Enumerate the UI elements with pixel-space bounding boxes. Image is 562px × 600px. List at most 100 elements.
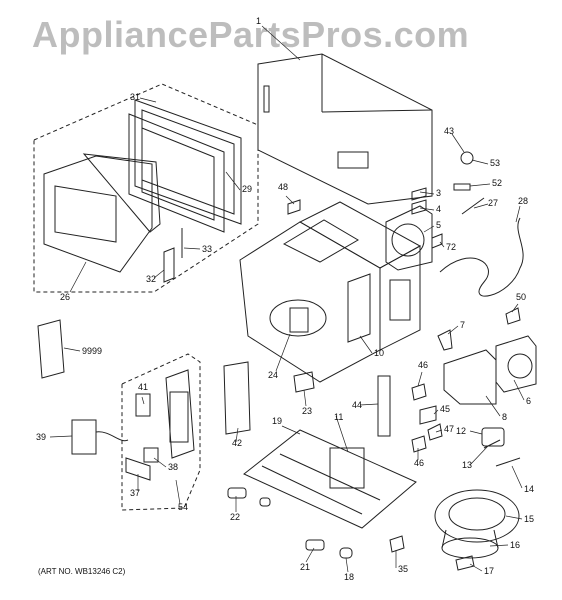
leader-line	[423, 225, 435, 233]
duct-7	[437, 329, 453, 351]
base-plate-19	[243, 429, 417, 529]
leader-line	[451, 133, 465, 153]
tab-72	[431, 233, 443, 249]
leader-line	[469, 183, 491, 187]
leader-line	[345, 557, 349, 573]
callout-16: 16	[510, 540, 520, 550]
leader-line	[469, 563, 483, 572]
hook-32	[163, 247, 175, 283]
callout-11: 11	[334, 412, 343, 422]
leader-line	[417, 371, 423, 387]
callout-3: 3	[436, 188, 441, 198]
leader-line	[439, 241, 445, 248]
sensor-52	[453, 183, 471, 191]
leader-line	[473, 203, 489, 209]
leader-line	[285, 195, 295, 205]
foot-screw	[259, 497, 271, 507]
leader-line	[359, 403, 379, 406]
turntable-support-16	[441, 529, 499, 559]
leader-line	[513, 379, 525, 401]
callout-31: 31	[130, 92, 140, 102]
literature-9999	[37, 319, 65, 379]
leader-line	[447, 325, 459, 335]
callout-6: 6	[526, 396, 531, 406]
switch-47	[427, 423, 443, 441]
switch-46a	[411, 383, 427, 401]
leader-line	[153, 457, 167, 468]
turntable-15	[434, 489, 520, 543]
callout-44: 44	[352, 400, 362, 410]
art-number: (ART NO. WB13246 C2)	[38, 567, 126, 576]
callout-54: 54	[178, 502, 188, 512]
leader-line	[469, 430, 483, 435]
thermostat-48	[287, 199, 301, 215]
spring-38	[143, 447, 159, 463]
callout-19: 19	[272, 416, 282, 426]
leader-line	[235, 427, 239, 443]
leader-line	[419, 207, 435, 211]
callout-24: 24	[268, 370, 278, 380]
callout-9999: 9999	[82, 346, 102, 356]
callout-7: 7	[460, 320, 465, 330]
outer-case-1	[257, 53, 433, 205]
callout-46b: 46	[414, 458, 424, 468]
callout-15: 15	[524, 514, 534, 524]
leader-line	[511, 465, 523, 489]
leader-line	[225, 171, 241, 191]
wire-13	[483, 439, 501, 449]
callout-17: 17	[484, 566, 494, 576]
callout-33: 33	[202, 244, 212, 254]
bracket-50	[505, 307, 521, 325]
cavity-assembly-10	[239, 201, 422, 383]
control-panel-group-outline	[121, 353, 201, 511]
leader-line	[419, 191, 435, 195]
callout-27: 27	[488, 198, 498, 208]
callout-50: 50	[516, 292, 526, 302]
leader-line	[511, 303, 519, 313]
wire-27	[461, 197, 485, 215]
wire-14	[495, 457, 521, 467]
callout-14: 14	[524, 484, 534, 494]
callout-28: 28	[518, 196, 528, 206]
callout-22: 22	[230, 512, 240, 522]
callout-48: 48	[278, 182, 288, 192]
leader-line	[505, 515, 523, 520]
leader-line	[141, 396, 145, 405]
leader-line	[153, 269, 165, 279]
leader-line	[303, 389, 307, 407]
callout-39: 39	[36, 432, 46, 442]
switch-45	[419, 405, 437, 425]
callout-38: 38	[168, 462, 178, 472]
leader-line	[183, 247, 201, 250]
leader-line	[261, 25, 301, 61]
callout-41: 41	[138, 382, 148, 392]
capacitor-12	[481, 427, 505, 447]
leader-line	[63, 347, 81, 352]
callout-4: 4	[436, 204, 441, 214]
callout-72: 72	[446, 242, 456, 252]
latch-lever-37	[125, 457, 151, 481]
door-glass-29	[128, 113, 225, 233]
feet-18	[339, 547, 353, 559]
callout-21: 21	[300, 562, 310, 572]
leader-line	[139, 97, 157, 103]
feet-21	[305, 539, 325, 551]
switch-46b	[411, 435, 427, 453]
callout-18: 18	[344, 572, 354, 582]
leader-line	[305, 547, 315, 563]
leader-line	[489, 544, 509, 547]
wire-harness-28	[439, 217, 524, 297]
callout-37: 37	[130, 488, 140, 498]
fan-5	[385, 205, 433, 271]
leader-line	[485, 395, 501, 417]
tab-3	[411, 187, 427, 201]
callout-1: 1	[256, 16, 261, 26]
magnetron-8	[443, 349, 497, 405]
leader-line	[433, 409, 439, 415]
callout-32: 32	[146, 274, 156, 284]
control-board-42	[223, 361, 251, 435]
leader-line	[469, 445, 489, 466]
feet-22	[227, 487, 247, 499]
